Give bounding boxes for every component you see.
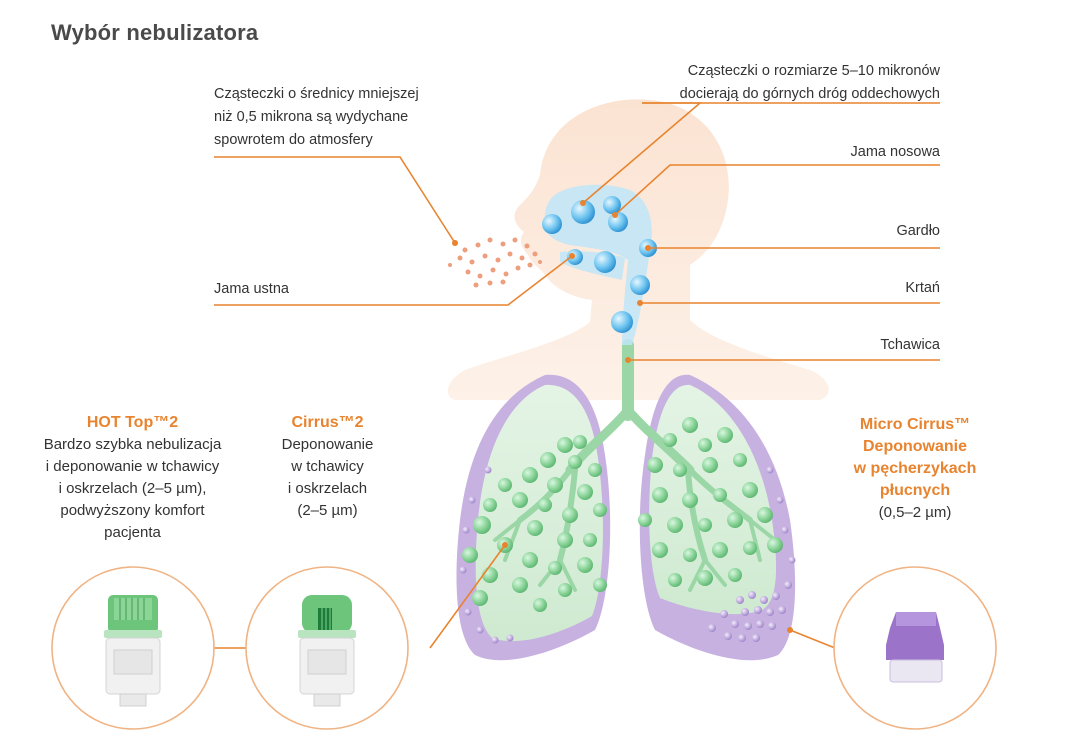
product-circle-microcirrus: [833, 566, 997, 730]
product-hottop-desc-4: podwyższony komfort: [60, 502, 205, 519]
product-cirrus-desc-1: Deponowanie: [281, 436, 374, 453]
label-mouth: Jama ustna: [214, 281, 289, 297]
product-circle-hottop: [51, 566, 215, 730]
label-trachea: Tchawica: [880, 337, 940, 353]
product-microcirrus-text: Micro Cirrus™ Deponowanie w pęcherzykach…: [830, 414, 1000, 524]
bronchial-tree: [493, 339, 777, 592]
label-exhaled-line-1: Cząsteczki o średnicy mniejszej: [214, 86, 419, 102]
product-microcirrus-name-3: w pęcherzykach: [853, 460, 977, 477]
product-cirrus-name: Cirrus™2: [291, 414, 364, 431]
label-upper-airways: Cząsteczki o rozmiarze 5–10 mikronów doc…: [600, 60, 940, 106]
product-microcirrus-name-2: Deponowanie: [862, 438, 967, 455]
product-cirrus-text: Cirrus™2 Deponowanie w tchawicy i oskrze…: [250, 412, 405, 522]
product-hottop-desc-2: i deponowanie w tchawicy: [45, 458, 220, 475]
product-cirrus-desc-4: (2–5 µm): [297, 502, 358, 519]
product-microcirrus-name-4: płucnych: [879, 482, 951, 499]
label-upper-line-1: Cząsteczki o rozmiarze 5–10 mikronów: [687, 63, 940, 79]
right-lung: [639, 374, 796, 661]
leader-dots: [452, 200, 793, 633]
page-title: Wybór nebulizatora: [51, 20, 259, 45]
label-exhaled-line-3: spowrotem do atmosfery: [214, 132, 373, 148]
product-microcirrus-size: (0,5–2 µm): [878, 504, 952, 521]
label-exhaled-line-2: niż 0,5 mikrona są wydychane: [214, 109, 409, 125]
product-hottop-name: HOT Top™2: [86, 414, 179, 431]
label-larynx: Krtań: [905, 280, 940, 296]
label-exhaled-particles: Cząsteczki o średnicy mniejszej niż 0,5 …: [214, 83, 474, 152]
product-hottop-text: HOT Top™2 Bardzo szybka nebulizacja i de…: [20, 412, 245, 544]
label-throat: Gardło: [896, 223, 940, 239]
product-microcirrus-name-1: Micro Cirrus™: [859, 416, 971, 433]
leader-lines: [213, 102, 940, 649]
product-hottop-desc-3: i oskrzelach (2–5 µm),: [58, 480, 207, 497]
product-circle-cirrus: [245, 566, 409, 730]
product-cirrus-desc-3: i oskrzelach: [287, 480, 368, 497]
product-hottop-desc-5: pacjenta: [104, 524, 161, 541]
alveoli-particles: [459, 466, 796, 644]
exhaled-particles: [448, 237, 542, 288]
product-cirrus-desc-2: w tchawicy: [291, 458, 364, 475]
label-upper-line-2: docierają do górnych dróg oddechowych: [679, 86, 940, 102]
label-nasal-cavity: Jama nosowa: [850, 144, 940, 160]
bronchi-particles: [462, 417, 783, 612]
product-hottop-desc-1: Bardzo szybka nebulizacja: [43, 436, 222, 453]
